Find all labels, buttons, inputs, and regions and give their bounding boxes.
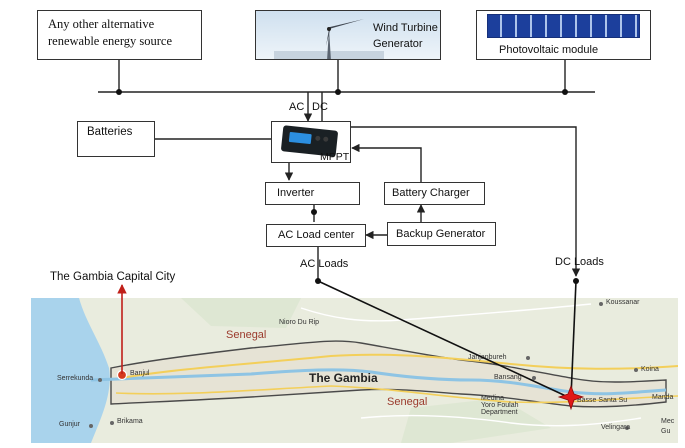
dc-loads-label: DC Loads bbox=[555, 256, 604, 268]
mppt-box: MPPT bbox=[271, 121, 351, 163]
mppt-label: MPPT bbox=[320, 151, 350, 163]
road bbox=[300, 303, 592, 322]
wind-turbine-box: Wind Turbine Generator bbox=[255, 10, 441, 60]
backup-generator-box: Backup Generator bbox=[387, 222, 496, 246]
ocean bbox=[31, 298, 110, 443]
country-label-gambia: The Gambia bbox=[309, 371, 378, 385]
backup-generator-label: Backup Generator bbox=[396, 228, 486, 240]
alt-source-line2: renewable energy source bbox=[48, 34, 173, 48]
map-label-janjanbureh: Janjanbureh bbox=[468, 354, 507, 361]
wind-turbine-icon bbox=[274, 14, 384, 59]
wind-turbine-line1: Wind Turbine bbox=[373, 22, 438, 34]
map-label-banjul: Banjul bbox=[130, 370, 150, 377]
ac-load-center-box: AC Load center bbox=[266, 224, 366, 247]
batteries-label: Batteries bbox=[87, 126, 133, 138]
town-dot bbox=[634, 368, 638, 372]
country-label-senegal-north: Senegal bbox=[226, 329, 267, 341]
green-area bbox=[181, 298, 301, 328]
town-dot bbox=[89, 424, 93, 428]
alt-source-box: Any other alternative renewable energy s… bbox=[37, 10, 202, 60]
inverter-label: Inverter bbox=[277, 187, 315, 199]
road bbox=[360, 414, 642, 427]
ac-bus-label: AC bbox=[289, 101, 305, 113]
map-label-bansang: Bansang bbox=[494, 374, 522, 381]
map-label-mec: Mec bbox=[661, 418, 675, 425]
batteries-box: Batteries bbox=[77, 121, 155, 157]
map-label-manda: Manda bbox=[652, 394, 674, 401]
green-area bbox=[401, 398, 551, 443]
map-label-department: Department bbox=[481, 409, 518, 416]
town-dot bbox=[599, 302, 603, 306]
solar-panel-icon bbox=[487, 14, 640, 38]
map-label-gunjur: Gunjur bbox=[59, 421, 81, 428]
ac-loads-label: AC Loads bbox=[300, 258, 349, 270]
ac-load-center-label: AC Load center bbox=[278, 229, 355, 241]
mppt-dc-loads-line bbox=[350, 126, 581, 277]
road bbox=[120, 353, 678, 379]
map-label-nioro: Nioro Du Rip bbox=[279, 319, 320, 326]
map-label-koussanar: Koussanar bbox=[606, 299, 640, 306]
photovoltaic-label: Photovoltaic module bbox=[499, 44, 599, 56]
battery-charger-label: Battery Charger bbox=[392, 187, 470, 199]
photovoltaic-box: Photovoltaic module bbox=[476, 10, 651, 60]
map-label-koina: Koina bbox=[641, 366, 659, 373]
town-dot bbox=[526, 356, 530, 360]
dc-loads-to-basse-line bbox=[570, 280, 577, 398]
junction-dot bbox=[335, 89, 341, 95]
country-label-senegal-south: Senegal bbox=[387, 396, 428, 408]
town-dot bbox=[98, 378, 102, 382]
map-label-velingara: Velingara bbox=[601, 424, 631, 431]
road bbox=[115, 385, 678, 404]
dc-bus-label: DC bbox=[312, 101, 328, 113]
map-label-yoro: Yoro Foulah bbox=[481, 402, 519, 409]
inverter-box: Inverter bbox=[265, 182, 360, 205]
town-dot bbox=[625, 426, 629, 430]
capital-city-label: The Gambia Capital City bbox=[50, 271, 176, 283]
basse-star-marker bbox=[557, 384, 585, 411]
map-label-gu: Gu bbox=[661, 428, 671, 435]
wind-turbine-line2: Generator bbox=[373, 38, 423, 50]
battery-charger-box: Battery Charger bbox=[384, 182, 485, 205]
gambia-map: Koussanar Nioro Du Rip Serrekunda Banjul… bbox=[31, 298, 678, 443]
map-label-serrekunda: Serrekunda bbox=[57, 375, 94, 382]
junction-dot bbox=[562, 89, 568, 95]
charger-mppt-line bbox=[351, 143, 422, 182]
map-label-basse: Basse Santa Su bbox=[577, 397, 628, 404]
map-label-medina: Medina bbox=[481, 395, 504, 402]
map-label-brikama: Brikama bbox=[117, 418, 143, 425]
town-dot bbox=[110, 421, 114, 425]
alt-source-line1: Any other alternative bbox=[48, 17, 155, 31]
ac-loads-to-basse-line bbox=[317, 280, 569, 398]
town-dot bbox=[532, 376, 536, 380]
junction-dot bbox=[116, 89, 122, 95]
map-graphics bbox=[31, 298, 678, 443]
junction-dot bbox=[311, 209, 317, 215]
